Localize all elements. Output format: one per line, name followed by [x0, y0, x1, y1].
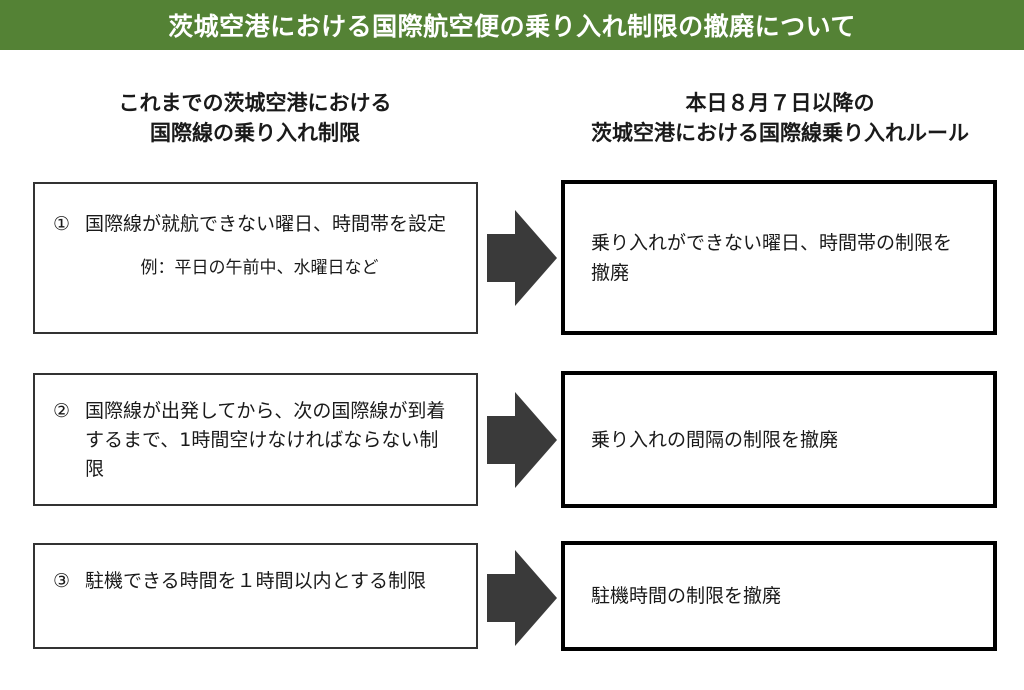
new-rule-box-2: 乗り入れの間隔の制限を撤廃	[561, 371, 997, 508]
restriction-box-1: ① 国際線が就航できない曜日、時間帯を設定 例：平日の午前中、水曜日など	[33, 182, 478, 334]
item-number-3: ③	[53, 570, 71, 592]
right-arrow-icon	[487, 392, 557, 488]
before-heading-line-2: 国際線の乗り入れ制限	[150, 121, 360, 145]
item-number-2: ②	[53, 400, 71, 422]
restriction-box-3: ③ 駐機できる時間を１時間以内とする制限	[33, 543, 478, 649]
after-heading-line-1: 本日８月７日以降の	[685, 91, 875, 115]
right-arrow-icon	[487, 210, 557, 306]
restriction-example-1: 例：平日の午前中、水曜日など	[140, 258, 379, 278]
new-rule-text-2: 乗り入れの間隔の制限を撤廃	[591, 428, 839, 451]
new-rule-text-1: 乗り入れができない曜日、時間帯の制限を撤廃	[591, 231, 953, 284]
restriction-text-1: 国際線が就航できない曜日、時間帯を設定	[85, 213, 447, 235]
item-number-1: ①	[53, 213, 71, 235]
restriction-item-1: ① 国際線が就航できない曜日、時間帯を設定	[53, 210, 456, 239]
restriction-item-2: ② 国際線が出発してから、次の国際線が到着するまで、1時間空けなければならない制…	[53, 397, 456, 484]
page-title: 茨城空港における国際航空便の乗り入れ制限の撤廃について	[0, 0, 1024, 50]
before-heading-line-1: これまでの茨城空港における	[118, 91, 392, 115]
right-arrow-icon	[487, 550, 557, 646]
before-column-heading: これまでの茨城空港における 国際線の乗り入れ制限	[30, 88, 480, 148]
restriction-text-3: 駐機できる時間を１時間以内とする制限	[85, 570, 427, 592]
after-heading-line-2: 茨城空港における国際線乗り入れルール	[591, 121, 969, 145]
restriction-box-2: ② 国際線が出発してから、次の国際線が到着するまで、1時間空けなければならない制…	[33, 373, 478, 506]
new-rule-box-3: 駐機時間の制限を撤廃	[561, 541, 997, 651]
after-column-heading: 本日８月７日以降の 茨城空港における国際線乗り入れルール	[555, 88, 1005, 148]
restriction-item-3: ③ 駐機できる時間を１時間以内とする制限	[53, 567, 456, 596]
new-rule-box-1: 乗り入れができない曜日、時間帯の制限を撤廃	[561, 180, 997, 335]
new-rule-text-3: 駐機時間の制限を撤廃	[591, 585, 782, 607]
restriction-text-2: 国際線が出発してから、次の国際線が到着するまで、1時間空けなければならない制限	[85, 400, 446, 480]
